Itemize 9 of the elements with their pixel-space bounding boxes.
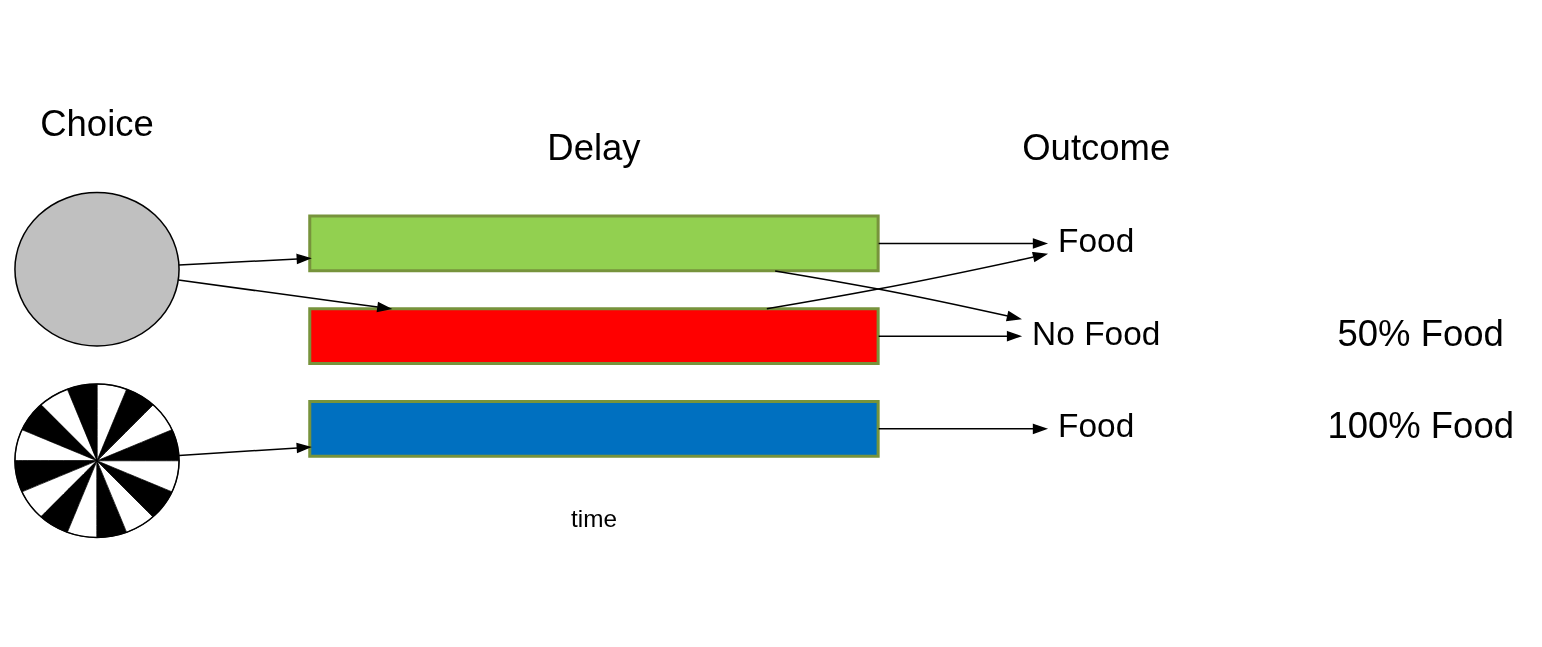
label: Choice	[40, 102, 154, 144]
node-text: Food	[1058, 406, 1135, 444]
label: Delay	[547, 126, 641, 168]
label: 50% Food	[1337, 312, 1504, 354]
node-text: Food	[1058, 221, 1135, 259]
label: Outcome	[1022, 126, 1171, 168]
label: 100% Food	[1327, 404, 1514, 446]
label: time	[571, 504, 617, 532]
node-text: No Food	[1032, 314, 1161, 352]
